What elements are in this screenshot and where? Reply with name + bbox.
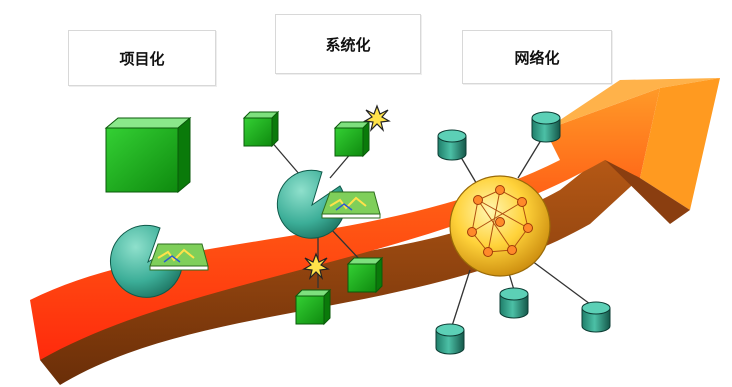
box-icon bbox=[347, 257, 383, 293]
arrow-head-top bbox=[545, 78, 720, 130]
box-icon bbox=[334, 121, 370, 157]
cylinder-icon bbox=[437, 129, 467, 161]
arrow-body bbox=[30, 88, 660, 360]
arrow-head-shadow bbox=[605, 160, 690, 224]
cylinder-icon bbox=[531, 111, 561, 143]
growth-arrow bbox=[30, 78, 720, 385]
arrow-side bbox=[40, 150, 640, 385]
cube-icon bbox=[104, 116, 192, 194]
stage-label-system: 系统化 bbox=[275, 14, 421, 74]
cylinder-icon bbox=[435, 323, 465, 355]
arrow-head-face bbox=[640, 78, 720, 210]
network-globe-icon bbox=[449, 175, 551, 277]
stage-2-icons bbox=[243, 105, 390, 325]
cylinder-icon bbox=[499, 287, 529, 319]
stage-1-icons bbox=[104, 116, 209, 298]
stage-3-icons bbox=[435, 111, 611, 355]
map-icon bbox=[149, 243, 209, 271]
cylinder-icon bbox=[581, 301, 611, 333]
box-icon bbox=[295, 289, 331, 325]
stage-label-network: 网络化 bbox=[462, 30, 612, 84]
map-icon bbox=[321, 191, 381, 219]
stage-label-project: 项目化 bbox=[68, 30, 216, 86]
box-icon bbox=[243, 111, 279, 147]
